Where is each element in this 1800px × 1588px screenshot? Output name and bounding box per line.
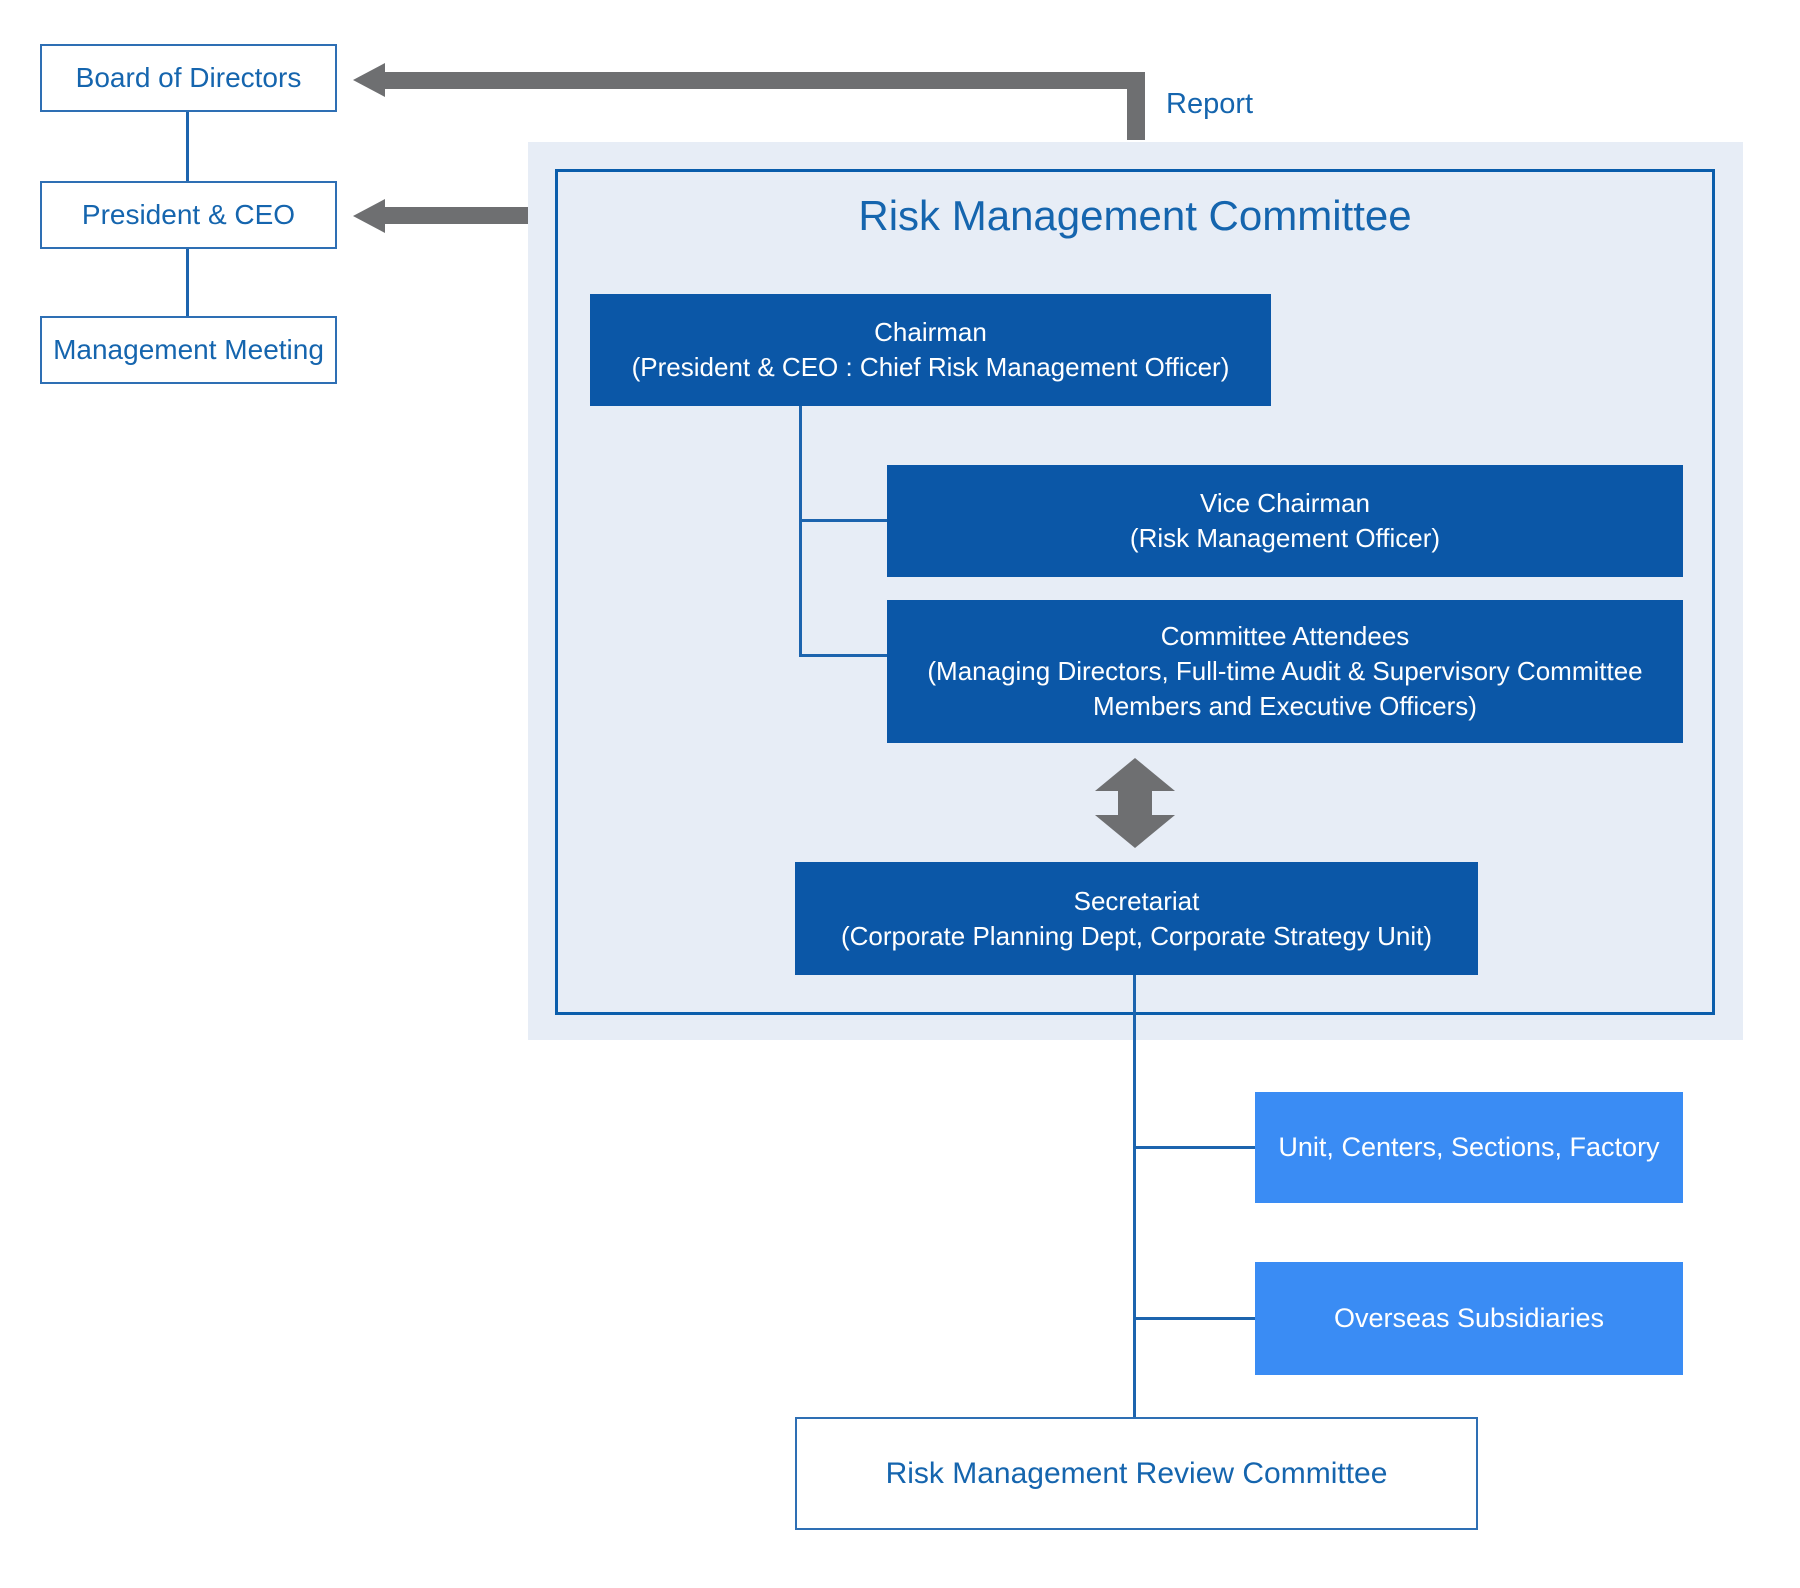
board-of-directors-box: Board of Directors [40, 44, 337, 112]
connector-board-to-president [186, 112, 189, 181]
overseas-label: Overseas Subsidiaries [1333, 1303, 1605, 1333]
secretariat-box: Secretariat (Corporate Planning Dept, Co… [795, 862, 1478, 975]
chairman-title: Chairman [874, 317, 987, 347]
connector-to-units [1133, 1146, 1255, 1149]
committee-to-president-arrow-head-icon [353, 199, 385, 233]
units-centers-sections-factory-box: Unit, Centers, Sections, Factory [1255, 1092, 1683, 1203]
vice-chairman-subtitle: (Risk Management Officer) [1129, 523, 1441, 553]
management-meeting-label: Management Meeting [53, 334, 324, 365]
connector-president-to-management [186, 249, 189, 316]
report-arrow-head-icon [353, 63, 385, 97]
review-committee-label: Risk Management Review Committee [885, 1456, 1388, 1490]
double-arrow-shaft [1118, 789, 1152, 817]
risk-management-review-committee-box: Risk Management Review Committee [795, 1417, 1478, 1530]
vice-chairman-title: Vice Chairman [1199, 488, 1371, 518]
secretariat-title: Secretariat [1073, 885, 1200, 916]
secretariat-subtitle: (Corporate Planning Dept, Corporate Stra… [840, 920, 1433, 951]
management-meeting-box: Management Meeting [40, 316, 337, 384]
connector-to-vice-chairman [799, 519, 887, 522]
double-arrow-down-head-icon [1095, 815, 1175, 848]
vice-chairman-box: Vice Chairman (Risk Management Officer) [887, 465, 1683, 577]
connector-to-attendees [799, 654, 887, 657]
board-of-directors-label: Board of Directors [75, 62, 302, 93]
president-ceo-label: President & CEO [81, 199, 296, 230]
committee-title: Risk Management Committee [858, 192, 1412, 239]
report-label: Report [1166, 88, 1254, 120]
attendees-title: Committee Attendees [1160, 621, 1410, 651]
connector-to-overseas [1133, 1317, 1255, 1320]
president-ceo-box: President & CEO [40, 181, 337, 249]
report-arrow-vertical-leg [1127, 72, 1145, 140]
report-arrow-shaft [384, 72, 1145, 89]
connector-secretariat-trunk [1133, 975, 1136, 1417]
attendees-subtitle-line2: Members and Executive Officers) [1093, 691, 1477, 721]
committee-attendees-box: Committee Attendees (Managing Directors,… [887, 600, 1683, 743]
chairman-box: Chairman (President & CEO : Chief Risk M… [590, 294, 1271, 406]
attendees-subtitle-line1: (Managing Directors, Full-time Audit & S… [927, 656, 1643, 686]
chairman-subtitle: (President & CEO : Chief Risk Management… [631, 352, 1230, 382]
units-label: Unit, Centers, Sections, Factory [1278, 1132, 1660, 1162]
connector-chairman-drop [799, 406, 802, 657]
overseas-subsidiaries-box: Overseas Subsidiaries [1255, 1262, 1683, 1375]
committee-to-president-arrow-shaft [384, 207, 528, 224]
double-arrow-up-head-icon [1095, 758, 1175, 791]
